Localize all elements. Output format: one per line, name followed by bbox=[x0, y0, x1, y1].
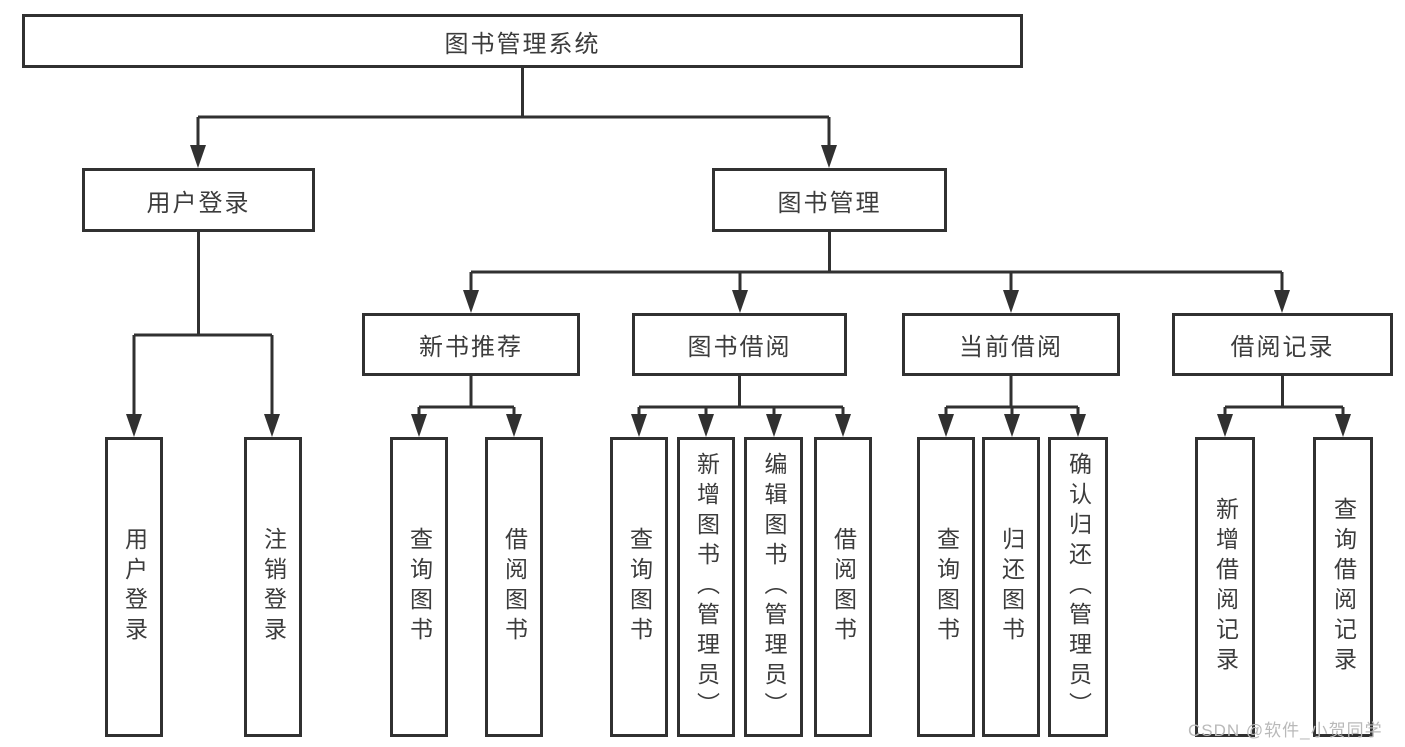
branch-book-management-label: 图书管理 bbox=[777, 189, 882, 217]
branch-book-management: 图书管理 bbox=[712, 168, 947, 232]
leaf-label: 编辑图书（管理员） bbox=[761, 452, 787, 722]
leaf-query-borrow-record: 查询借阅记录 bbox=[1313, 437, 1373, 737]
arrowheads bbox=[126, 145, 1351, 437]
arrow-icon bbox=[821, 145, 837, 168]
connector-new-book bbox=[417, 376, 516, 418]
leaf-borrow-books-borrowing: 借阅图书 bbox=[814, 437, 872, 737]
leaf-add-book-admin: 新增图书（管理员） bbox=[677, 437, 735, 737]
section-new-book-recommendation: 新书推荐 bbox=[362, 313, 580, 376]
arrow-icon bbox=[938, 414, 954, 437]
branch-user-login: 用户登录 bbox=[82, 168, 315, 232]
connector-book-management bbox=[469, 232, 1284, 294]
connector-book-borrowing bbox=[637, 376, 845, 418]
arrow-icon bbox=[1004, 414, 1020, 437]
connector-current-borrowing bbox=[944, 376, 1080, 418]
leaf-user-login: 用户登录 bbox=[105, 437, 163, 737]
leaf-logout: 注销登录 bbox=[244, 437, 302, 737]
connector-user-login bbox=[132, 232, 274, 418]
leaf-label: 借阅图书 bbox=[501, 527, 528, 647]
arrow-icon bbox=[631, 414, 647, 437]
leaf-label: 新增图书（管理员） bbox=[693, 452, 720, 722]
section-label: 借阅记录 bbox=[1230, 334, 1335, 361]
arrow-icon bbox=[1335, 414, 1351, 437]
leaf-return-books: 归还图书 bbox=[982, 437, 1040, 737]
leaf-label: 归还图书 bbox=[998, 527, 1025, 647]
connector-root bbox=[196, 68, 831, 150]
leaf-label: 查询图书 bbox=[626, 527, 653, 647]
csdn-watermark: CSDN @软件_小贺同学 bbox=[1188, 721, 1383, 740]
arrow-icon bbox=[732, 290, 748, 313]
arrow-icon bbox=[698, 414, 714, 437]
arrow-icon bbox=[1003, 290, 1019, 313]
arrow-icon bbox=[506, 414, 522, 437]
leaf-label: 查询借阅记录 bbox=[1330, 497, 1357, 677]
arrow-icon bbox=[1070, 414, 1086, 437]
leaf-label: 确认归还（管理员） bbox=[1065, 452, 1092, 722]
connector-borrow-records bbox=[1223, 376, 1345, 418]
leaf-query-books-current: 查询图书 bbox=[917, 437, 975, 737]
section-label: 新书推荐 bbox=[419, 334, 523, 361]
arrow-icon bbox=[1217, 414, 1233, 437]
section-borrowing-records: 借阅记录 bbox=[1172, 313, 1393, 376]
leaf-label: 查询图书 bbox=[406, 527, 433, 647]
leaf-label: 新增借阅记录 bbox=[1212, 497, 1239, 677]
arrow-icon bbox=[835, 414, 851, 437]
arrow-icon bbox=[766, 414, 782, 437]
root-node: 图书管理系统 bbox=[22, 14, 1023, 68]
leaf-add-borrow-record: 新增借阅记录 bbox=[1195, 437, 1255, 737]
leaf-query-books-borrowing: 查询图书 bbox=[610, 437, 668, 737]
branch-user-login-label: 用户登录 bbox=[146, 189, 251, 217]
arrow-icon bbox=[411, 414, 427, 437]
section-label: 当前借阅 bbox=[959, 334, 1063, 361]
leaf-label: 注销登录 bbox=[260, 527, 287, 647]
arrow-icon bbox=[264, 414, 280, 437]
leaf-query-books-recommend: 查询图书 bbox=[390, 437, 448, 737]
leaf-label: 查询图书 bbox=[933, 527, 960, 647]
leaf-label: 用户登录 bbox=[121, 527, 148, 647]
leaf-borrow-books-recommend: 借阅图书 bbox=[485, 437, 543, 737]
section-current-borrowing: 当前借阅 bbox=[902, 313, 1120, 376]
section-label: 图书借阅 bbox=[687, 334, 792, 361]
leaf-edit-book-admin: 编辑图书（管理员） bbox=[744, 437, 803, 737]
arrow-icon bbox=[126, 414, 142, 437]
arrow-icon bbox=[190, 145, 206, 168]
leaf-confirm-return-admin: 确认归还（管理员） bbox=[1048, 437, 1108, 737]
leaf-label: 借阅图书 bbox=[830, 527, 857, 647]
arrow-icon bbox=[1274, 290, 1290, 313]
root-node-label: 图书管理系统 bbox=[444, 30, 601, 58]
section-book-borrowing: 图书借阅 bbox=[632, 313, 847, 376]
arrow-icon bbox=[463, 290, 479, 313]
